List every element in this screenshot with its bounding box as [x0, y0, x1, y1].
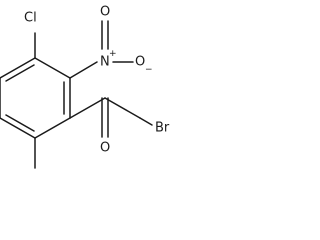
- ring-double-bond-inner: [5, 64, 35, 82]
- ring-bond: [34, 57, 71, 79]
- ring-double-bond-inner: [5, 114, 35, 132]
- nitro-oxygen-right-label: O: [135, 55, 145, 70]
- carbon-nitrogen-bond: [69, 61, 98, 79]
- nitro-nitrogen-label: N: [100, 55, 110, 70]
- carbonyl-oxygen-label: O: [100, 141, 110, 156]
- methylene-bromine-bond: [139, 117, 153, 126]
- nitro-nitrogen-charge: +: [109, 49, 117, 59]
- carbonyl-to-methylene-bond: [104, 97, 141, 119]
- chemical-structure: Cl N + O O − O Br: [0, 5, 170, 169]
- atom-labels: Cl N + O O − O Br: [24, 5, 170, 156]
- chlorine-label: Cl: [24, 11, 37, 26]
- ring-to-carbonyl-bond: [69, 97, 106, 119]
- nitro-oxygen-right-charge: −: [145, 65, 153, 75]
- bromine-label: Br: [155, 121, 170, 136]
- substituent-bonds: [34, 20, 153, 169]
- ring-bond: [0, 117, 36, 139]
- benzene-ring: [0, 57, 71, 139]
- nitro-oxygen-top-label: O: [100, 5, 110, 20]
- ring-bond: [34, 117, 71, 139]
- ring-bond: [0, 57, 36, 79]
